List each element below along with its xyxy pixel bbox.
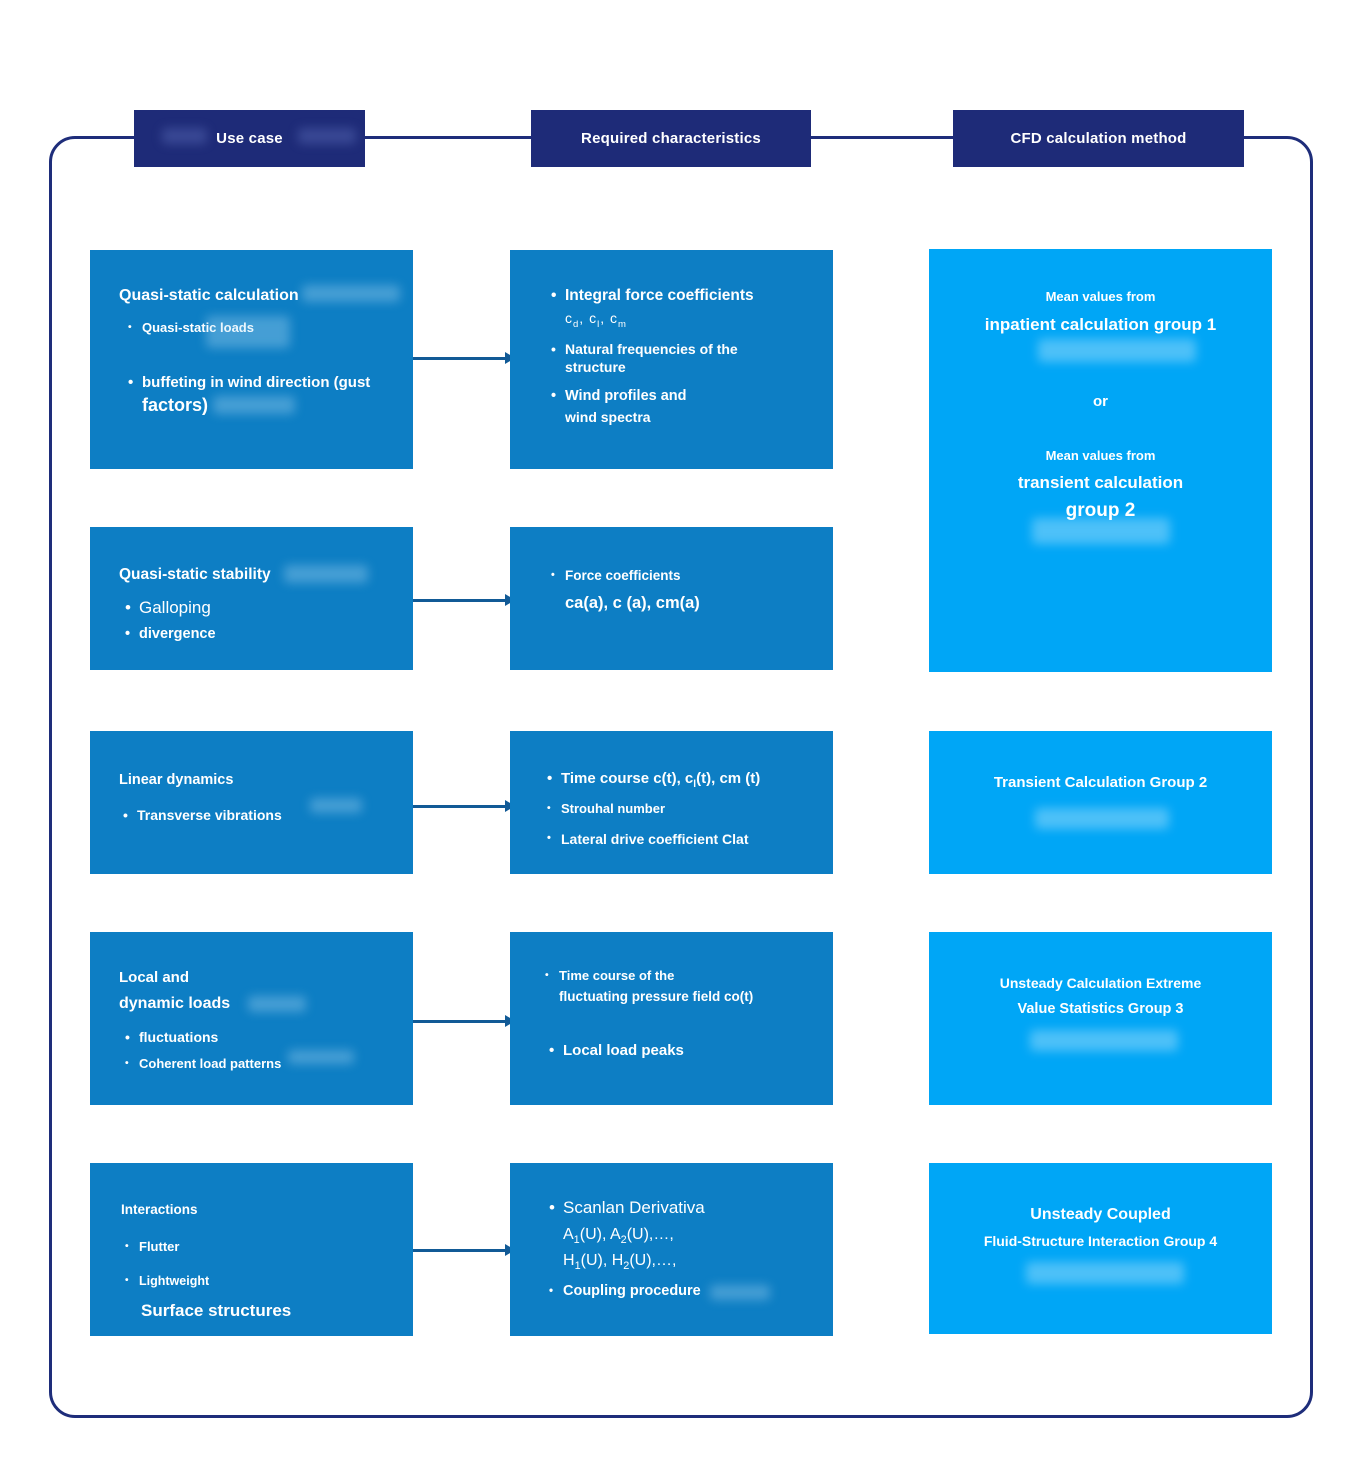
method-box-group1-or-group2: Mean values from inpatient calculation g… (929, 249, 1272, 672)
method-line: transient calculation (1017, 473, 1184, 493)
header-label: CFD calculation method (1010, 130, 1187, 147)
bullet-item: Lightweight (125, 1273, 389, 1289)
box-title: Interactions (121, 1202, 198, 1217)
bullet-item: Quasi-static loads (128, 320, 389, 337)
bullet-item: Natural frequencies of the (551, 340, 815, 358)
header-required-characteristics: Required characteristics (531, 110, 811, 167)
formula-line: H1(U), H2(U),…, (563, 1252, 677, 1273)
formula-line: cd, cl, cm (565, 310, 627, 330)
method-box-transient-group2: Transient Calculation Group 2 (929, 731, 1272, 874)
method-line: Unsteady Coupled (1030, 1206, 1171, 1223)
arrow-row3 (412, 800, 515, 812)
method-line: Unsteady Calculation Extreme (999, 975, 1202, 991)
use-case-box-quasi-static-calculation: Quasi-static calculation Quasi-static lo… (90, 250, 413, 469)
method-line: inpatient calculation group 1 (984, 314, 1217, 334)
box-title: Linear dynamics (119, 772, 234, 788)
method-line: Fluid-Structure Interaction Group 4 (983, 1232, 1218, 1249)
arrow-row4 (412, 1015, 515, 1027)
characteristics-box-row5: Scanlan Derivativa A1(U), A2(U),…, H1(U)… (510, 1163, 833, 1336)
use-case-box-quasi-static-stability: Quasi-static stability Galloping diverge… (90, 527, 413, 670)
bullet-item: buffeting in wind direction (gust (128, 373, 389, 393)
arrow-row5 (412, 1244, 515, 1256)
bullet-item-continuation: structure (565, 359, 626, 376)
bullet-item: Time course c(t), cl(t), cm (t) (547, 769, 819, 791)
formula-line: A1(U), A2(U),…, (563, 1226, 674, 1247)
characteristics-box-row3: Time course c(t), cl(t), cm (t) Strouhal… (510, 731, 833, 874)
bullet-item-continuation: factors) (142, 395, 209, 416)
method-line: Mean values from (1045, 448, 1156, 464)
box-title: Quasi-static calculation (119, 287, 299, 304)
bullet-item: Transverse vibrations (123, 806, 389, 824)
box-title: Quasi-static stability (119, 566, 271, 583)
header-label: Required characteristics (581, 130, 761, 147)
use-case-box-linear-dynamics: Linear dynamics Transverse vibrations (90, 731, 413, 874)
bullet-item: Flutter (125, 1239, 389, 1256)
bullet-item: Integral force coefficients (551, 286, 815, 306)
characteristics-box-row4: Time course of the fluctuating pressure … (510, 932, 833, 1105)
method-line: group 2 (1065, 500, 1136, 522)
header-use-case: Use case (134, 110, 365, 167)
method-box-unsteady-coupled-group4: Unsteady Coupled Fluid-Structure Interac… (929, 1163, 1272, 1334)
use-case-box-interactions: Interactions Flutter Lightweight Surface… (90, 1163, 413, 1336)
characteristics-box-row2: Force coefficients ca(a), c (a), cm(a) (510, 527, 833, 670)
bullet-item: Lateral drive coefficient Clat (547, 830, 819, 848)
header-cfd-calculation-method: CFD calculation method (953, 110, 1244, 167)
bullet-item-continuation: wind spectra (565, 408, 651, 425)
bullet-item: Strouhal number (547, 801, 819, 818)
bullet-item: Coherent load patterns (125, 1056, 389, 1073)
bullet-item: Force coefficients (551, 567, 815, 585)
use-case-box-local-dynamic-loads: Local and dynamic loads fluctuations Coh… (90, 932, 413, 1105)
bullet-item: divergence (125, 625, 389, 644)
header-label: Use case (216, 130, 283, 147)
bullet-item: Time course of the (545, 968, 817, 985)
arrow-row1 (412, 352, 515, 364)
bullet-item: Scanlan Derivativa (549, 1197, 817, 1219)
bullet-item: Coupling procedure (549, 1282, 817, 1301)
method-line: Value Statistics Group 3 (1017, 1001, 1184, 1018)
method-box-unsteady-extreme-group3: Unsteady Calculation Extreme Value Stati… (929, 932, 1272, 1105)
box-title: Local and (119, 969, 190, 986)
bullet-item: Galloping (125, 597, 389, 619)
method-line: Transient Calculation Group 2 (993, 774, 1208, 791)
bullet-item-continuation: fluctuating pressure field co(t) (559, 988, 754, 1004)
box-title-line2: dynamic loads (119, 994, 231, 1012)
bullet-item: Local load peaks (549, 1041, 817, 1061)
method-line: Mean values from (1045, 289, 1156, 304)
formula-line: ca(a), c (a), cm(a) (565, 593, 700, 612)
method-or-label: or (1093, 392, 1108, 410)
arrow-row2 (412, 594, 515, 606)
bullet-item: fluctuations (125, 1028, 389, 1046)
characteristics-box-row1: Integral force coefficients cd, cl, cm N… (510, 250, 833, 469)
bullet-item-continuation: Surface structures (141, 1300, 292, 1320)
bullet-item: Wind profiles and (551, 387, 815, 406)
